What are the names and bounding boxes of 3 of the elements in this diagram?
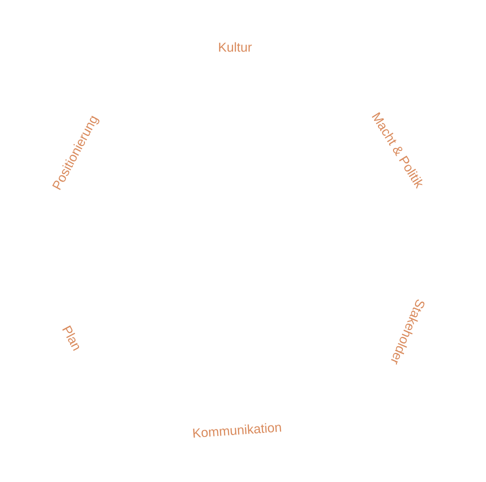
circle-label: Plan	[62, 325, 80, 351]
circle-label: Kommunikation	[193, 423, 282, 438]
circle-label: Kultur	[219, 42, 252, 52]
